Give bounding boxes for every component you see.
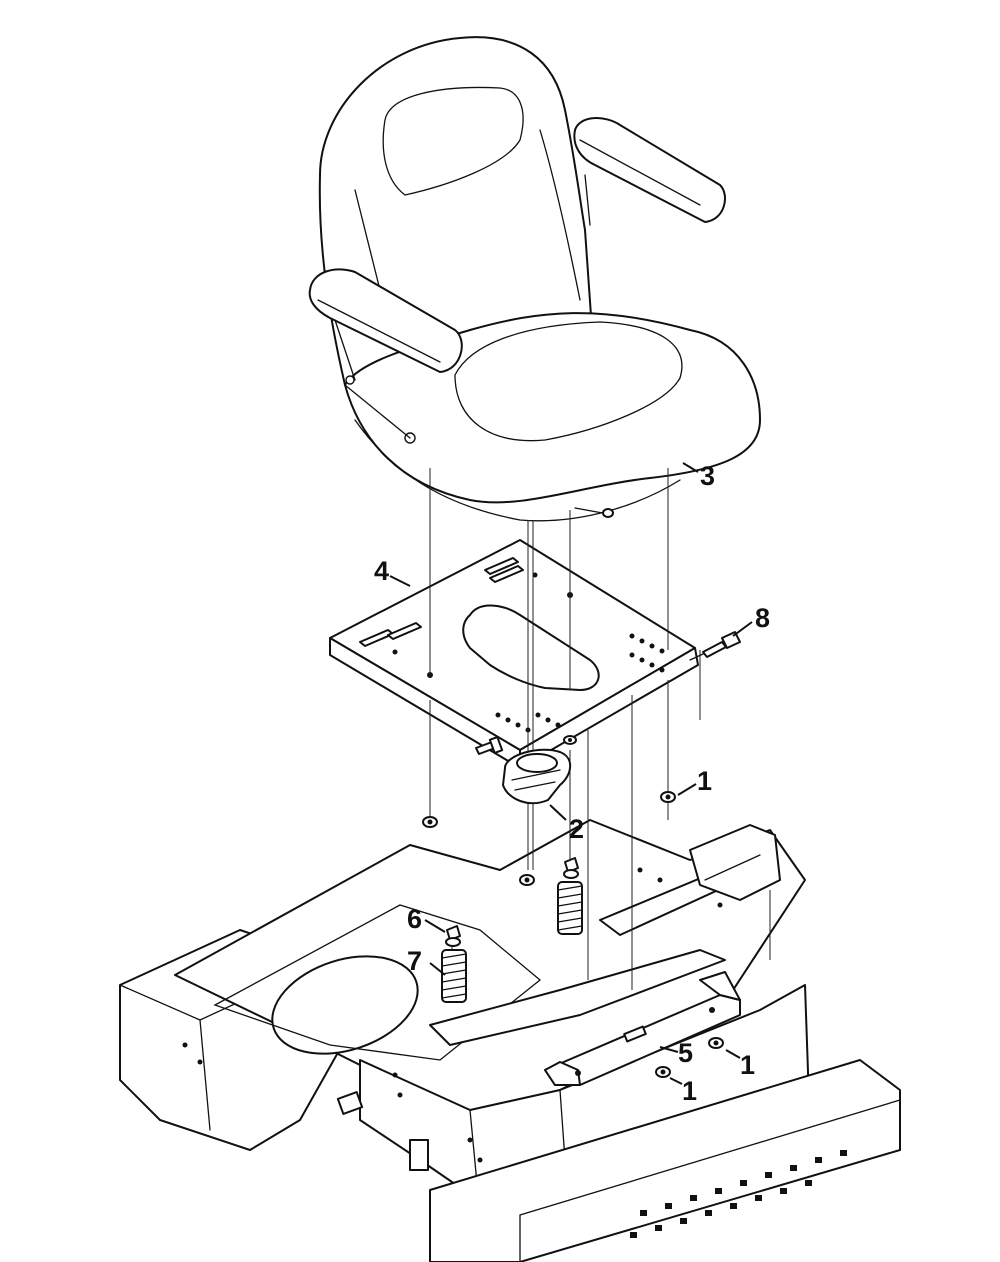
rail-square-holes xyxy=(630,1150,847,1238)
frame-nut-center xyxy=(519,874,535,886)
callout-5: 5 xyxy=(678,1038,693,1068)
nut-part-1-right xyxy=(708,1037,724,1049)
bolt-part-8 xyxy=(689,631,741,661)
callout-2: 2 xyxy=(569,814,584,844)
spring-part-7-left xyxy=(441,949,467,1003)
nut-part-1-upper xyxy=(660,791,676,803)
spring-bolt-part-6-right xyxy=(563,857,579,879)
plate-nut-center xyxy=(563,735,577,745)
seat-switch-part-2 xyxy=(475,736,572,805)
callout-7: 7 xyxy=(407,946,422,976)
callout-1-lower: 1 xyxy=(682,1076,697,1106)
nut-part-1-lower xyxy=(655,1066,671,1078)
callout-6: 6 xyxy=(407,904,422,934)
spring-bolt-part-6-left xyxy=(445,925,461,947)
callout-3: 3 xyxy=(700,461,715,491)
bracket-part-5 xyxy=(544,971,741,1086)
frame-nut-left xyxy=(422,816,438,828)
callout-1-right: 1 xyxy=(740,1050,755,1080)
callout-8: 8 xyxy=(755,603,770,633)
callout-labels: 3 4 8 1 2 6 7 5 1 1 xyxy=(374,461,770,1106)
seat-mounting-plate xyxy=(329,539,699,769)
alignment-lines xyxy=(429,468,771,990)
spring-part-7-right xyxy=(557,881,583,935)
callout-1-upper: 1 xyxy=(697,766,712,796)
chassis-frame xyxy=(119,819,901,1262)
seat xyxy=(308,36,761,522)
callout-4: 4 xyxy=(374,556,389,586)
callout-leaders xyxy=(389,462,753,1085)
